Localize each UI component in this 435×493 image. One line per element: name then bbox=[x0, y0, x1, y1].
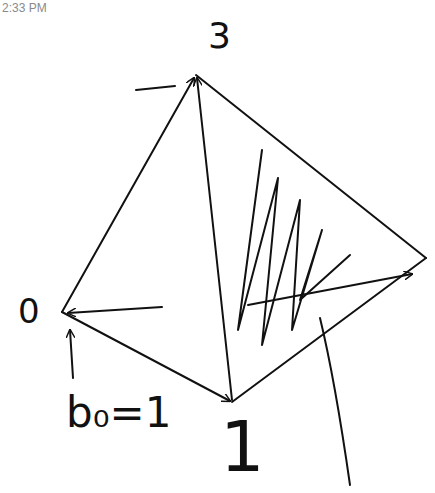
edge-r-1 bbox=[232, 258, 426, 402]
stroke-mark bbox=[136, 86, 175, 90]
edge-3-r bbox=[196, 75, 426, 258]
face-arrow bbox=[248, 274, 412, 305]
b0-arrow bbox=[70, 330, 73, 378]
vertex-label: 3 bbox=[208, 18, 231, 54]
edge-0-3 bbox=[62, 78, 194, 312]
vertex-label: 1 bbox=[220, 412, 265, 482]
pointer-line bbox=[320, 318, 350, 485]
face-hatching bbox=[238, 150, 350, 345]
edge-1-3 bbox=[197, 78, 232, 400]
vertex-arrow bbox=[68, 307, 162, 313]
timestamp: 2:33 PM bbox=[2, 2, 47, 14]
betti-number: b₀=1 bbox=[66, 392, 171, 434]
edge-0-1 bbox=[62, 312, 230, 401]
vertex-label: 0 bbox=[18, 294, 40, 328]
